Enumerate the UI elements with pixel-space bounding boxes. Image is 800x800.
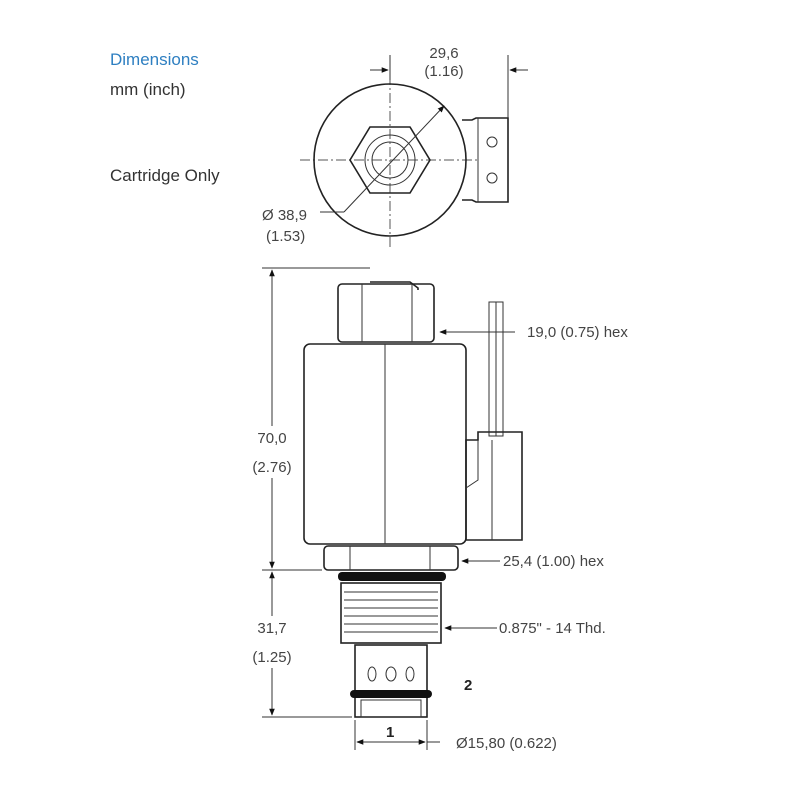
port-hole-b <box>385 666 397 682</box>
top-view: 29,6 (1.16) Ø 38,9 (1.53) <box>262 45 528 250</box>
port-1-label: 1 <box>386 724 394 741</box>
cartridge-only-label: Cartridge Only <box>110 166 220 185</box>
lower-o-ring <box>350 690 432 698</box>
nose-tip <box>360 699 422 718</box>
port-2-label: 2 <box>464 677 472 694</box>
units-label: mm (inch) <box>110 80 186 99</box>
top-width-mm: 29,6 <box>429 45 458 62</box>
cartridge-length-mm: 31,7 <box>257 620 286 637</box>
connector-pin-hole-a <box>486 136 498 148</box>
coil-outline <box>313 83 467 237</box>
height-label-bg <box>246 426 300 478</box>
lower-hex <box>323 545 459 571</box>
port-hole-c <box>405 666 415 682</box>
upper-hex-label: 19,0 (0.75) hex <box>527 324 628 341</box>
coil-diameter-in: (1.53) <box>266 228 305 245</box>
hex-inner-circle <box>364 134 416 186</box>
threaded-section <box>340 582 442 644</box>
port-hole-a <box>367 666 377 682</box>
side-view: 70,0 (2.76) 31,7 (1.25) 19,0 (0.75) hex … <box>246 267 628 752</box>
upper-hex <box>337 283 435 343</box>
cartridge-length-in: (1.25) <box>252 649 291 666</box>
coil-diameter-mm: Ø 38,9 <box>262 207 307 224</box>
thread-lines <box>344 591 438 633</box>
connector-top-view <box>462 117 509 203</box>
overall-height-mm: 70,0 <box>257 430 286 447</box>
connector-pin-hole-b <box>486 172 498 184</box>
upper-o-ring <box>338 572 446 581</box>
stem-circle <box>371 141 409 179</box>
connector-latch <box>465 440 479 489</box>
lower-hex-label: 25,4 (1.00) hex <box>503 553 604 570</box>
overall-height-in: (2.76) <box>252 459 291 476</box>
dimensions-title: Dimensions <box>110 50 199 69</box>
top-hex-nut <box>349 126 431 194</box>
thread-label: 0.875" - 14 Thd. <box>499 620 606 637</box>
cartridge-label-bg <box>246 616 300 668</box>
nose-diameter-label: Ø15,80 (0.622) <box>456 735 557 752</box>
connector-side <box>465 431 523 541</box>
top-width-in: (1.16) <box>424 63 463 80</box>
diameter-leader-line <box>343 105 445 213</box>
hex-cap-top <box>370 281 419 290</box>
